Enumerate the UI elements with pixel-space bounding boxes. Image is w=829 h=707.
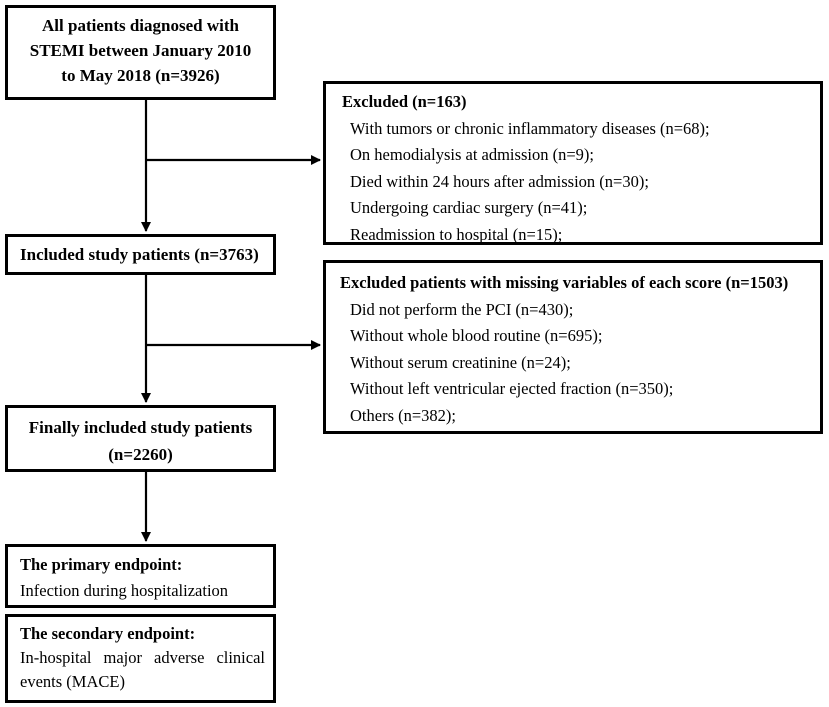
secondary-word: major <box>103 648 143 667</box>
secondary-word: In-hospital <box>20 648 92 667</box>
excluded-first-item: Died within 24 hours after admission (n=… <box>350 171 649 191</box>
excluded-second-box: Excluded patients with missing variables… <box>323 260 823 434</box>
secondary-endpoint-box: The secondary endpoint: In-hospital majo… <box>5 614 276 703</box>
secondary-endpoint-title: The secondary endpoint: <box>20 624 196 643</box>
all-patients-box: All patients diagnosed with STEMI betwee… <box>5 5 276 100</box>
primary-endpoint-title: The primary endpoint: <box>20 555 183 574</box>
excluded-second-item: Without serum creatinine (n=24); <box>350 352 571 372</box>
final-box: Finally included study patients (n=2260) <box>5 405 276 472</box>
excluded-second-item: Without left ventricular ejected fractio… <box>350 379 674 398</box>
secondary-word: adverse <box>154 648 205 667</box>
excluded-first-box: Excluded (n=163) With tumors or chronic … <box>323 81 823 245</box>
excluded-first-item: Undergoing cardiac surgery (n=41); <box>350 198 588 217</box>
excluded-first-title: Excluded (n=163) <box>342 92 467 111</box>
final-line-1: Finally included study patients <box>28 418 253 437</box>
excluded-second-item: Others (n=382); <box>350 405 456 425</box>
all-patients-line-2: STEMI between January 2010 <box>29 41 252 60</box>
all-patients-line-1: All patients diagnosed with <box>42 16 239 35</box>
excluded-first-item: On hemodialysis at admission (n=9); <box>350 145 594 164</box>
excluded-first-item: Readmission to hospital (n=15); <box>350 224 563 244</box>
included-title: Included study patients (n=3763) <box>20 245 259 264</box>
secondary-endpoint-text-line-1: In-hospital major adverse clinical <box>20 646 265 670</box>
excluded-second-title: Excluded patients with missing variables… <box>340 273 789 292</box>
secondary-word: clinical <box>216 648 265 667</box>
secondary-endpoint-text-line-2: events (MACE) <box>20 672 125 691</box>
final-line-2: (n=2260) <box>108 445 173 464</box>
all-patients-line-3: to May 2018 (n=3926) <box>61 66 220 85</box>
excluded-second-item: Did not perform the PCI (n=430); <box>350 299 574 319</box>
excluded-second-item: Without whole blood routine (n=695); <box>350 326 603 345</box>
primary-endpoint-text: Infection during hospitalization <box>20 581 229 600</box>
primary-endpoint-box: The primary endpoint: Infection during h… <box>5 544 276 608</box>
excluded-first-item: With tumors or chronic inflammatory dise… <box>350 118 710 138</box>
included-box: Included study patients (n=3763) <box>5 234 276 275</box>
